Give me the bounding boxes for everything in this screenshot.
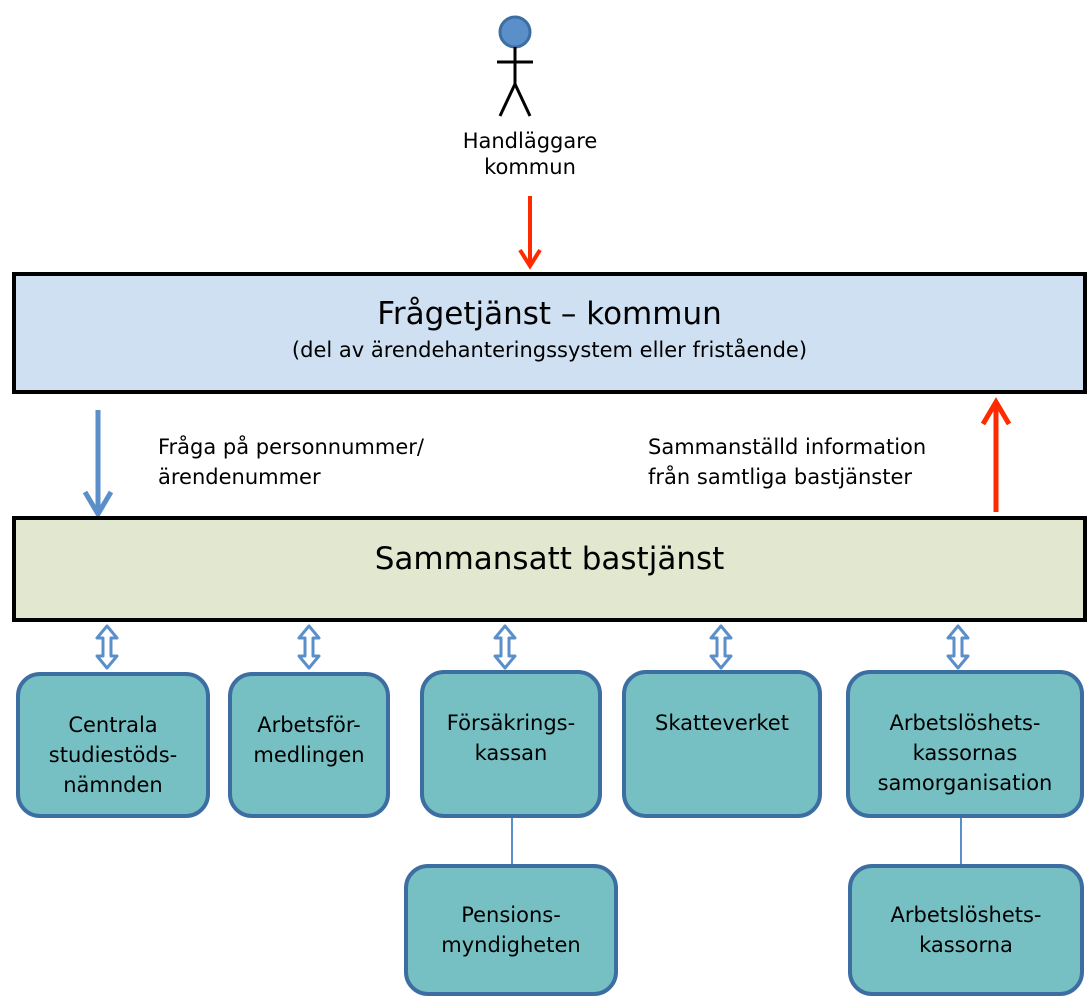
service-skv-line1: Skatteverket (655, 711, 789, 735)
service-fk-line1: Försäkrings- (446, 711, 576, 735)
service-fk-line2: kassan (474, 741, 548, 765)
service-ak-line1: Arbetslöshets- (890, 903, 1042, 927)
request-note-line2: ärendenummer (158, 465, 321, 489)
actor-label: Handläggare kommun (430, 128, 630, 180)
service-arbetsformedlingen: Arbetsför- medlingen (228, 672, 390, 818)
service-samorganisation: Arbetslöshets- kassornas samorganisation (846, 670, 1084, 818)
service-pm-line1: Pensions- (461, 903, 561, 927)
response-note-line1: Sammanställd information (648, 435, 927, 459)
service-forsakringskassan: Försäkrings- kassan (420, 670, 602, 818)
base-service-title: Sammansatt bastjänst (374, 541, 725, 577)
request-note-line1: Fråga på personnummer/ (158, 435, 424, 459)
double-arrow-3 (493, 624, 517, 670)
response-arrow (980, 397, 1012, 512)
double-arrow-5 (946, 624, 970, 670)
base-service-box: Sammansatt bastjänst (12, 516, 1087, 622)
actor-label-line1: Handläggare (462, 129, 598, 153)
service-csn-line3: nämnden (63, 773, 163, 797)
service-so-line3: samorganisation (877, 771, 1053, 795)
service-skatteverket: Skatteverket (622, 670, 822, 818)
response-note: Sammanställd information från samtliga b… (648, 432, 926, 492)
double-arrows (95, 624, 970, 670)
double-arrow-1 (95, 624, 119, 670)
service-af-line2: medlingen (253, 743, 365, 767)
double-arrow-2 (297, 624, 321, 670)
service-pensionsmyndigheten: Pensions- myndigheten (404, 864, 618, 996)
service-so-line1: Arbetslöshets- (889, 711, 1041, 735)
actor-head (498, 15, 532, 49)
service-arbetsloshetskassorna: Arbetslöshets- kassorna (848, 864, 1084, 996)
query-service-title: Frågetjänst – kommun (377, 296, 722, 332)
service-af-line1: Arbetsför- (257, 713, 361, 737)
query-service-box: Frågetjänst – kommun (del av ärendehante… (12, 272, 1087, 394)
service-csn-line1: Centrala (68, 713, 158, 737)
service-ak-line2: kassorna (919, 933, 1013, 957)
service-csn-line2: studiestöds- (48, 743, 178, 767)
query-service-subtitle: (del av ärendehanteringssystem eller fri… (291, 338, 808, 362)
service-csn: Centrala studiestöds- nämnden (16, 672, 210, 818)
response-note-line2: från samtliga bastjänster (648, 465, 913, 489)
actor-to-query-arrow (518, 196, 542, 270)
service-so-line2: kassornas (912, 741, 1018, 765)
actor-label-line2: kommun (484, 155, 576, 179)
request-note: Fråga på personnummer/ ärendenummer (158, 432, 424, 492)
request-arrow (82, 410, 114, 519)
double-arrow-4 (709, 624, 733, 670)
service-pm-line2: myndigheten (441, 933, 581, 957)
actor-figure (497, 15, 533, 117)
